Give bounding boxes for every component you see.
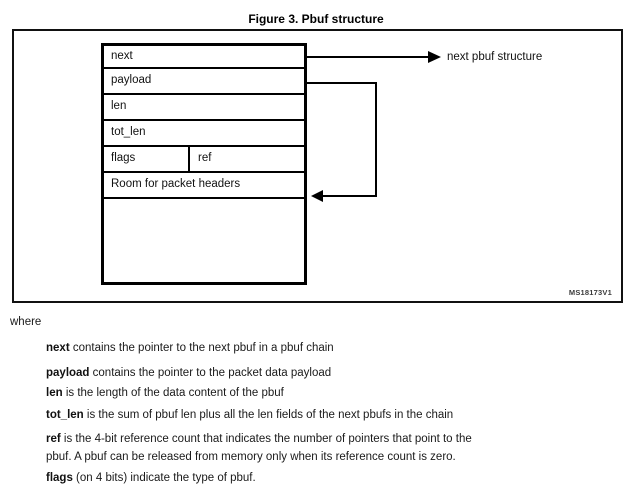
- pbuf-structure-box: next payload len tot_len flags ref Room …: [101, 43, 307, 285]
- field-label-room: Room for packet headers: [111, 178, 241, 190]
- field-row-next: next: [104, 46, 304, 69]
- definition-term-ref: ref: [46, 433, 61, 445]
- field-cell-ref: ref: [198, 152, 212, 164]
- definition-flags: flags (on 4 bits) indicate the type of p…: [46, 469, 256, 487]
- definition-payload: payload contains the pointer to the pack…: [46, 364, 331, 382]
- definition-term-payload: payload: [46, 367, 90, 379]
- definition-next: next contains the pointer to the next pb…: [46, 339, 334, 357]
- definition-text-ref: is the 4-bit reference count that indica…: [60, 433, 472, 445]
- definition-tot-len: tot_len is the sum of pbuf len plus all …: [46, 406, 453, 424]
- definition-len: len is the length of the data content of…: [46, 384, 284, 402]
- field-cell-flags: flags: [104, 147, 190, 171]
- field-row-flags-ref: flags ref: [104, 147, 304, 173]
- payload-arrow-bottom-segment: [322, 195, 377, 197]
- field-row-tot-len: tot_len: [104, 121, 304, 147]
- field-label-payload: payload: [111, 74, 152, 86]
- payload-arrow-vertical-segment: [375, 82, 377, 197]
- definition-ref: ref is the 4-bit reference count that in…: [46, 430, 624, 466]
- definition-term-len: len: [46, 387, 63, 399]
- definition-term-tot-len: tot_len: [46, 409, 84, 421]
- definition-text-len: is the length of the data content of the…: [62, 387, 284, 399]
- definition-text-tot-len: is the sum of pbuf len plus all the len …: [83, 409, 454, 421]
- next-arrowhead-icon: [428, 51, 441, 63]
- where-label: where: [10, 316, 42, 328]
- field-row-room-for-headers: Room for packet headers: [104, 173, 304, 199]
- figure-frame: [12, 29, 623, 303]
- payload-arrow-top-segment: [307, 82, 375, 84]
- figure-watermark: MS18173V1: [568, 288, 612, 297]
- next-arrow-line: [307, 56, 428, 58]
- definition-text-flags: (on 4 bits) indicate the type of pbuf.: [72, 472, 256, 484]
- field-row-len: len: [104, 95, 304, 121]
- field-row-payload: payload: [104, 69, 304, 95]
- field-label-next: next: [111, 50, 133, 62]
- definition-text-ref-line2: pbuf. A pbuf can be released from memory…: [46, 451, 456, 463]
- payload-arrowhead-icon: [311, 190, 323, 202]
- field-label-len: len: [111, 100, 127, 112]
- next-pbuf-structure-label: next pbuf structure: [447, 51, 543, 63]
- definition-text-next: contains the pointer to the next pbuf in…: [69, 342, 334, 354]
- definition-term-flags: flags: [46, 472, 73, 484]
- definition-term-next: next: [46, 342, 70, 354]
- definition-text-payload: contains the pointer to the packet data …: [89, 367, 332, 379]
- field-label-tot-len: tot_len: [111, 126, 146, 138]
- figure-title: Figure 3. Pbuf structure: [248, 12, 384, 26]
